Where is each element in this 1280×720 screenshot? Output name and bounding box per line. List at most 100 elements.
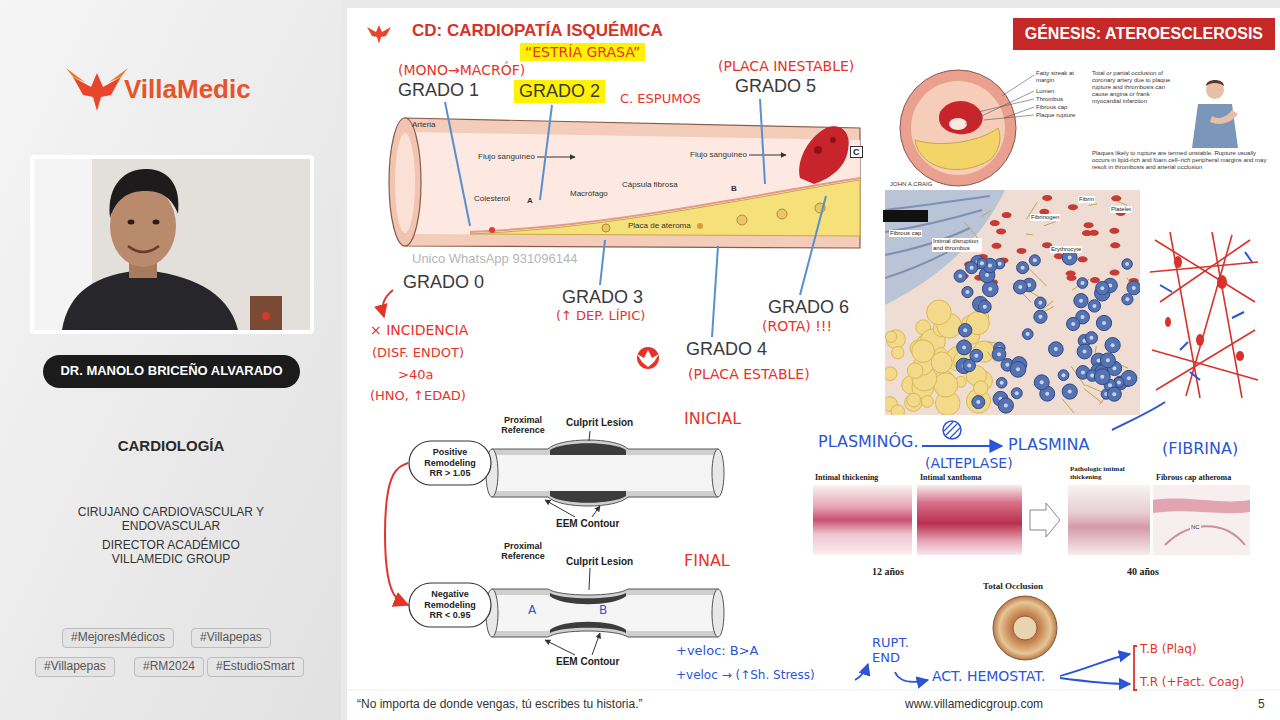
annotation: (ALTEPLASE) bbox=[925, 455, 1013, 471]
figure-label: Intimal disruption and thrombus bbox=[932, 238, 982, 252]
figure-label: Thrombus bbox=[1036, 96, 1063, 103]
lipid-droplet bbox=[907, 393, 921, 407]
figure-label: Fibrous cap atheroma bbox=[1156, 473, 1231, 482]
erythrocyte-cell bbox=[992, 243, 1002, 249]
callout-letter: C bbox=[850, 146, 863, 158]
platelet-cell bbox=[1049, 342, 1064, 357]
annotation: C. ESPUMOS bbox=[620, 92, 701, 107]
node-text: “ESTRÍA GRASA” bbox=[525, 44, 640, 60]
remodeling-oval: Negative Remodeling RR < 0.95 bbox=[408, 582, 492, 628]
slide-title: CD: CARDIOPATÍA ISQUÉMICA bbox=[412, 21, 663, 41]
platelet-core bbox=[980, 261, 984, 265]
grade-label: GRADO 6 bbox=[768, 297, 849, 318]
platelet-core bbox=[963, 328, 967, 332]
platelet-cell bbox=[978, 300, 991, 313]
platelet-core bbox=[1081, 370, 1085, 374]
platelet-core bbox=[1108, 383, 1112, 387]
platelet-core bbox=[1100, 286, 1104, 290]
erythrocyte-cell bbox=[1109, 228, 1119, 234]
platelet-cell bbox=[1067, 317, 1080, 330]
lipid-droplet bbox=[892, 346, 904, 358]
figure-label: Flujo sanguíneo bbox=[478, 152, 535, 161]
lipid-droplet bbox=[927, 300, 952, 325]
fibrin-strand bbox=[1062, 399, 1074, 414]
platelet-cell bbox=[1034, 375, 1049, 390]
annotation: +veloc → (↑Sh. Stress) bbox=[676, 669, 815, 683]
footer-text: www.villamedicgroup.com bbox=[905, 698, 1043, 712]
platelet-core bbox=[1038, 301, 1042, 305]
lipid-droplet bbox=[885, 367, 897, 381]
erythrocyte-cell bbox=[1110, 270, 1120, 276]
hashtag-tag: #Villapepas bbox=[35, 657, 115, 677]
lipid-droplet bbox=[931, 352, 952, 373]
platelet-cell bbox=[1011, 388, 1022, 399]
grade-label: GRADO 5 bbox=[735, 76, 816, 97]
platelet-cell bbox=[1062, 384, 1077, 399]
erythrocyte-cell bbox=[996, 228, 1006, 234]
node-text: Negative Remodeling RR < 0.95 bbox=[418, 589, 482, 620]
caption-text: Total or partial occlusion of coronary a… bbox=[1092, 70, 1178, 104]
platelet-core bbox=[1005, 363, 1009, 367]
fibrin-strand bbox=[982, 211, 991, 217]
erythrocyte-cell bbox=[1066, 270, 1076, 276]
figure-label: Culprit Lesion bbox=[566, 417, 633, 429]
platelet-cell bbox=[962, 287, 973, 298]
figure-label: Colesterol bbox=[474, 194, 510, 203]
fibrin-strand bbox=[1117, 201, 1127, 205]
platelet-core bbox=[1125, 262, 1129, 266]
figure-label: EEM Contour bbox=[556, 518, 619, 530]
lipid-droplet bbox=[905, 394, 922, 411]
platelet-core bbox=[1054, 347, 1058, 351]
platelet-core bbox=[1016, 367, 1020, 371]
figure-label: Flujo sanguíneo bbox=[690, 150, 747, 159]
platelet-cell bbox=[1022, 329, 1033, 340]
figure-label: Fatty streak at margin bbox=[1036, 70, 1088, 84]
callout-letter: B bbox=[731, 184, 737, 193]
annotation: T.R (+Fact. Coag) bbox=[1140, 676, 1244, 690]
erythrocyte-cell bbox=[990, 220, 1000, 226]
lipid-droplet bbox=[885, 331, 896, 342]
platelet-cell bbox=[1074, 294, 1088, 308]
platelet-core bbox=[1092, 304, 1096, 308]
hashtag-tag: #RM2024 bbox=[134, 657, 204, 677]
platelet-cell bbox=[977, 258, 987, 268]
platelet-cell bbox=[1013, 280, 1027, 294]
node-text: DR. MANOLO BRICEÑO ALVARADO bbox=[60, 364, 282, 379]
platelet-core bbox=[1079, 299, 1083, 303]
platelet-cell bbox=[972, 396, 985, 409]
fibrin-strand bbox=[1044, 222, 1056, 226]
platelet-cell bbox=[1010, 362, 1026, 378]
platelet-core bbox=[1033, 258, 1037, 262]
annotation: +veloc: B>A bbox=[676, 644, 759, 659]
hashtag-tag: #MejoresMédicos bbox=[62, 628, 174, 648]
platelet-core bbox=[985, 273, 989, 277]
figure-label: Fibrinogen bbox=[1030, 214, 1060, 221]
erythrocyte-cell bbox=[1042, 195, 1052, 201]
node-text: #MejoresMédicos bbox=[71, 631, 165, 645]
platelet-cell bbox=[1105, 338, 1120, 353]
platelet-core bbox=[1000, 381, 1004, 385]
platelet-cell bbox=[996, 377, 1007, 388]
credential-text: CIRUJANO CARDIOVASCULAR Y ENDOVASCULAR bbox=[56, 506, 286, 534]
platelet-core bbox=[1021, 266, 1025, 270]
name-badge: DR. MANOLO BRICEÑO ALVARADO bbox=[43, 355, 300, 388]
platelet-core bbox=[1106, 358, 1110, 362]
figure-label: 40 años bbox=[1127, 566, 1159, 578]
figure-label: Lumen bbox=[1036, 88, 1054, 95]
platelet-cell bbox=[966, 262, 978, 274]
platelet-core bbox=[1004, 404, 1008, 408]
platelet-core bbox=[1112, 366, 1116, 370]
remodeling-oval: Positive Remodeling RR > 1.05 bbox=[408, 440, 492, 486]
footer-text: “No importa de donde vengas, tú escribes… bbox=[357, 698, 642, 712]
platelet-cell bbox=[1029, 255, 1040, 266]
fibrin-strand bbox=[1122, 365, 1128, 368]
node-text: GRADO 2 bbox=[519, 81, 600, 102]
platelet-core bbox=[1015, 391, 1019, 395]
platelet-core bbox=[1071, 322, 1075, 326]
platelet-core bbox=[983, 305, 987, 309]
hashtag-tag: #Villapepas bbox=[191, 628, 271, 648]
grade-label: GRADO 0 bbox=[403, 272, 484, 293]
annotation: RUPT. END bbox=[872, 636, 922, 666]
figure-label: Fibrous cap bbox=[889, 230, 922, 237]
erythrocyte-cell bbox=[1002, 212, 1012, 218]
